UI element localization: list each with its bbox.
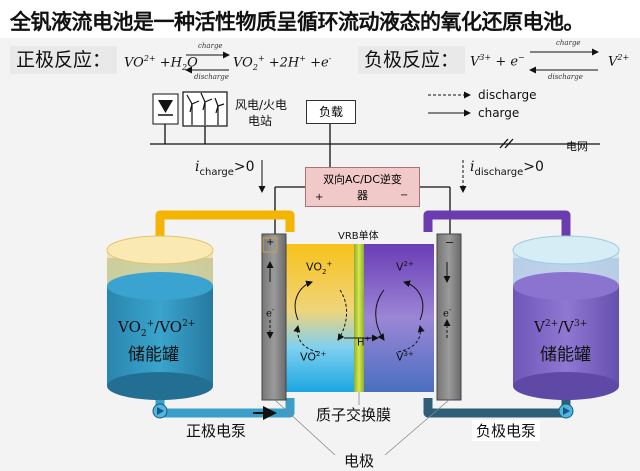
positive-tank-formula: VO2+/VO2+	[118, 318, 196, 339]
positive-reaction-label: 正极反应：	[10, 46, 118, 74]
negative-equation-left: V3+ + e−	[470, 53, 525, 70]
inverter-label-line2: 器	[357, 189, 368, 202]
negative-charge-label: charge	[556, 39, 581, 47]
ion-vo2-2plus-label: VO2+	[300, 350, 327, 364]
negative-tank-formula: V2+/V3+	[534, 318, 588, 336]
top-pipes	[155, 210, 571, 252]
electrode-current-arrows	[266, 261, 451, 339]
inverter-minus: −	[400, 190, 409, 201]
ion-v3-label: V3+	[396, 350, 414, 364]
positive-discharge-label: discharge	[194, 73, 229, 81]
negative-pump-label: 负极电泵	[472, 420, 541, 441]
bottom-pipes	[155, 392, 571, 418]
positive-equation-right: VO2+ +2H+ +e-	[233, 54, 332, 72]
negative-equation-right: V2+	[608, 53, 630, 70]
cell-label: VRB单体	[338, 231, 379, 242]
load-box: 负载	[306, 100, 356, 124]
right-pump-icon	[558, 403, 574, 419]
negative-tank	[512, 235, 620, 400]
circulation-arrows	[293, 280, 425, 353]
negative-tank-label: 储能罐	[540, 345, 591, 365]
negative-plate-sign: −	[445, 236, 455, 249]
electrode-electron-left: e-	[266, 306, 275, 320]
ion-h-label: H+	[357, 335, 371, 349]
i-charge-label: icharge>0	[195, 159, 255, 178]
positive-pump-label: 正极电泵	[186, 422, 247, 440]
positive-tank-label: 储能罐	[128, 345, 179, 365]
negative-reaction-label: 负极反应：	[358, 46, 466, 74]
legend-charge-label: charge	[478, 106, 520, 120]
current-arrows	[258, 160, 467, 193]
inverter-plus: +	[315, 192, 324, 203]
source-label-line1: 风电/火电	[235, 98, 288, 112]
positive-plate-sign: +	[266, 237, 275, 248]
grid-label: 电网	[566, 140, 588, 153]
ion-vo2-plus-label: VO2+	[306, 260, 333, 276]
positive-reaction-arrows	[185, 51, 230, 74]
source-label-line2: 电站	[248, 114, 273, 128]
electrode-label: 电极	[344, 452, 375, 470]
legend-discharge-label: discharge	[478, 88, 537, 102]
label-pointers	[274, 392, 450, 456]
positive-charge-label: charge	[198, 42, 223, 50]
wind-turbine-icon	[182, 91, 228, 127]
page-title: 全钒液流电池是一种活性物质呈循环流动液态的氧化还原电池。	[10, 10, 585, 34]
negative-discharge-label: discharge	[548, 73, 583, 81]
power-bus	[150, 118, 600, 167]
i-discharge-label: idischarge>0	[470, 159, 544, 178]
positive-equation-left: VO2+ +H2O	[124, 54, 198, 72]
electrode-electron-right: e-	[443, 306, 452, 320]
inverter-box: 双向AC/DC逆变 器	[305, 167, 420, 207]
inverter-label-line1: 双向AC/DC逆变	[323, 173, 402, 186]
diode-icon	[152, 93, 179, 125]
left-pump-icon	[152, 403, 168, 419]
negative-reaction-arrows	[529, 48, 599, 74]
positive-tank	[106, 235, 214, 400]
ion-v2-label: V2+	[396, 260, 414, 274]
membrane-label: 质子交换膜	[316, 406, 392, 424]
vrb-cell	[261, 233, 462, 401]
